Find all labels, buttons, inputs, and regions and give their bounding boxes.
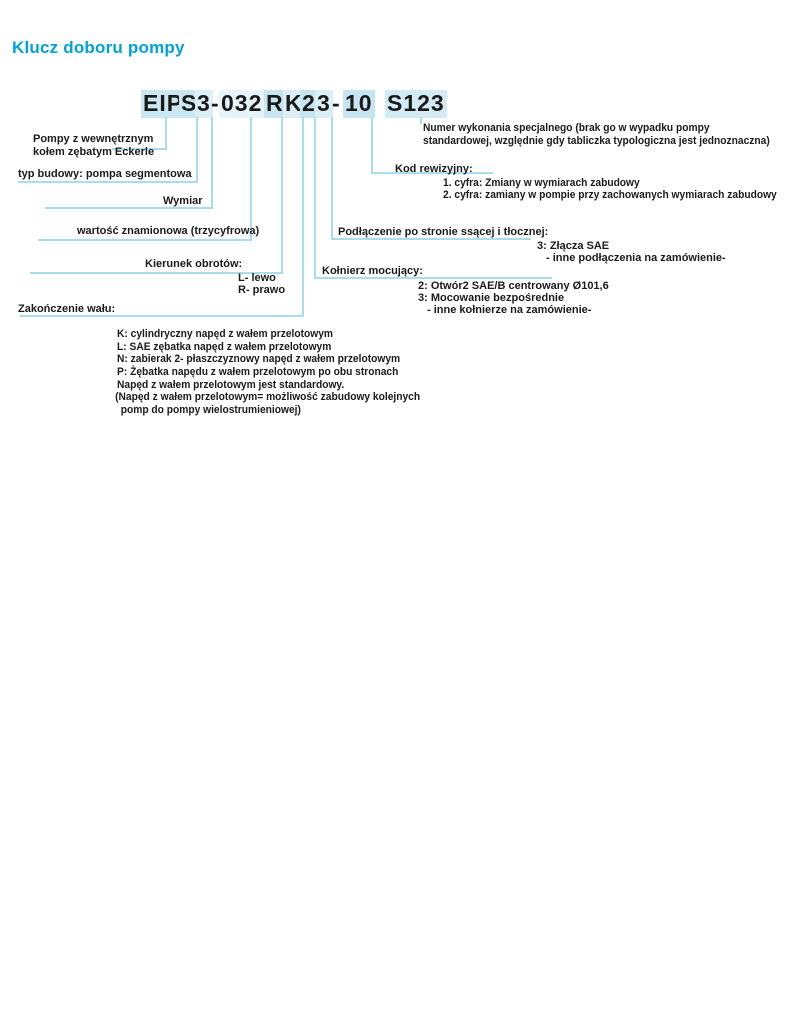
label-podlaczenie-item2: - inne podłączenia na zamówienie- [546, 252, 726, 264]
label-zakonczenie: Zakończenie wału: [18, 303, 116, 315]
shaft-option-note-line1: (Napęd z wałem przelotowym= możliwość za… [115, 391, 421, 404]
leader-wymiar-horizontal [45, 207, 213, 209]
label-pompy-line1: Pompy z wewnętrznym [33, 133, 154, 145]
leader-wymiar-vertical [211, 117, 213, 209]
leader-kierunek-horizontal [30, 272, 283, 274]
label-kod-item2: 2. cyfra: zamiany w pompie przy zachowan… [443, 189, 777, 201]
label-podlaczenie-item1: 3: Złącza SAE [537, 240, 610, 252]
label-kolnierz-item2: 3: Mocowanie bezpośrednie [418, 292, 565, 304]
leader-032-vertical [250, 117, 252, 241]
page-title: Klucz doboru pompy [12, 38, 185, 57]
shaft-option-k: K: cylindryczny napęd z wałem przelotowy… [117, 328, 334, 340]
label-kierunek: Kierunek obrotów: [145, 258, 243, 270]
leader-kierunek-vertical [281, 117, 283, 274]
leader-kod-horizontal [371, 172, 493, 174]
label-wymiar: Wymiar [163, 195, 203, 207]
leader-s-horizontal [18, 181, 198, 183]
code-segment-3: 3 [195, 90, 213, 118]
label-kod-rewizyjny: Kod rewizyjny: [395, 163, 473, 175]
label-kolnierz: Kołnierz mocujący: [322, 265, 423, 277]
label-kierunek-lewo: L- lewo [238, 272, 276, 284]
label-wartosc: wartość znamionowa (trzycyfrowa) [77, 225, 260, 237]
code-segment-s123: S123 [385, 90, 447, 118]
code-segment-s: S [179, 90, 200, 118]
shaft-option-p: P: Żębatka napędu z wałem przelotowym po… [117, 366, 399, 379]
code-segment-k: K [283, 90, 305, 118]
code-segment-dash1: - [211, 90, 220, 116]
code-segment-032: 032 [219, 90, 265, 118]
leader-032-horizontal [38, 239, 252, 241]
code-segment-dash2: - [332, 90, 341, 116]
leader-kolnierz-horizontal [314, 277, 552, 279]
label-podlaczenie: Podłączenie po stronie ssącej i tłocznej… [338, 226, 549, 238]
code-segment-3b: 3 [315, 90, 333, 118]
label-numer-line1: Numer wykonania specjalnego (brak go w w… [423, 122, 710, 134]
shaft-end-options-list: K: cylindryczny napęd z wałem przelotowy… [115, 328, 421, 417]
leader-eip-vertical [165, 117, 167, 150]
shaft-option-standard-note: Napęd z wałem przelotowym jest standardo… [117, 378, 345, 391]
code-segment-r: R [264, 90, 286, 118]
shaft-option-l: L: SAE zębatka napęd z wałem przelotowym [117, 340, 332, 353]
label-pompy-line2: kołem zębatym Eckerle [33, 146, 155, 158]
shaft-option-note-line2: pomp do pompy wielostrumieniowej) [120, 404, 301, 417]
label-kod-item1: 1. cyfra: Zmiany w wymiarach zabudowy [443, 177, 640, 189]
label-numer-line2: standardowej, względnie gdy tabliczka ty… [423, 135, 770, 147]
code-segment-2: 2 [300, 90, 318, 118]
shaft-option-n: N: zabierak 2- płaszczyznowy napęd z wał… [117, 353, 401, 366]
leader-podlaczenie-horizontal [331, 238, 531, 240]
leader-zakonczenie-vertical [302, 117, 304, 317]
label-kolnierz-item1: 2: Otwór2 SAE/B centrowany Ø101,6 [418, 280, 609, 292]
leader-kod-vertical [371, 117, 373, 174]
leader-eip-horizontal [112, 148, 167, 150]
leader-s123-vertical [420, 117, 422, 124]
label-kierunek-prawo: R- prawo [238, 284, 286, 296]
code-segment-10: 10 [343, 90, 375, 118]
label-typ-budowy: typ budowy: pompa segmentowa [18, 168, 192, 180]
leader-kolnierz-vertical [314, 117, 316, 279]
code-segment-eip: EIP [141, 90, 186, 118]
leader-s-vertical [196, 117, 198, 183]
leader-podlaczenie-vertical [331, 117, 333, 240]
label-kolnierz-item3: - inne kołnierze na zamówienie- [427, 304, 592, 316]
leader-zakonczenie-horizontal [20, 315, 304, 317]
